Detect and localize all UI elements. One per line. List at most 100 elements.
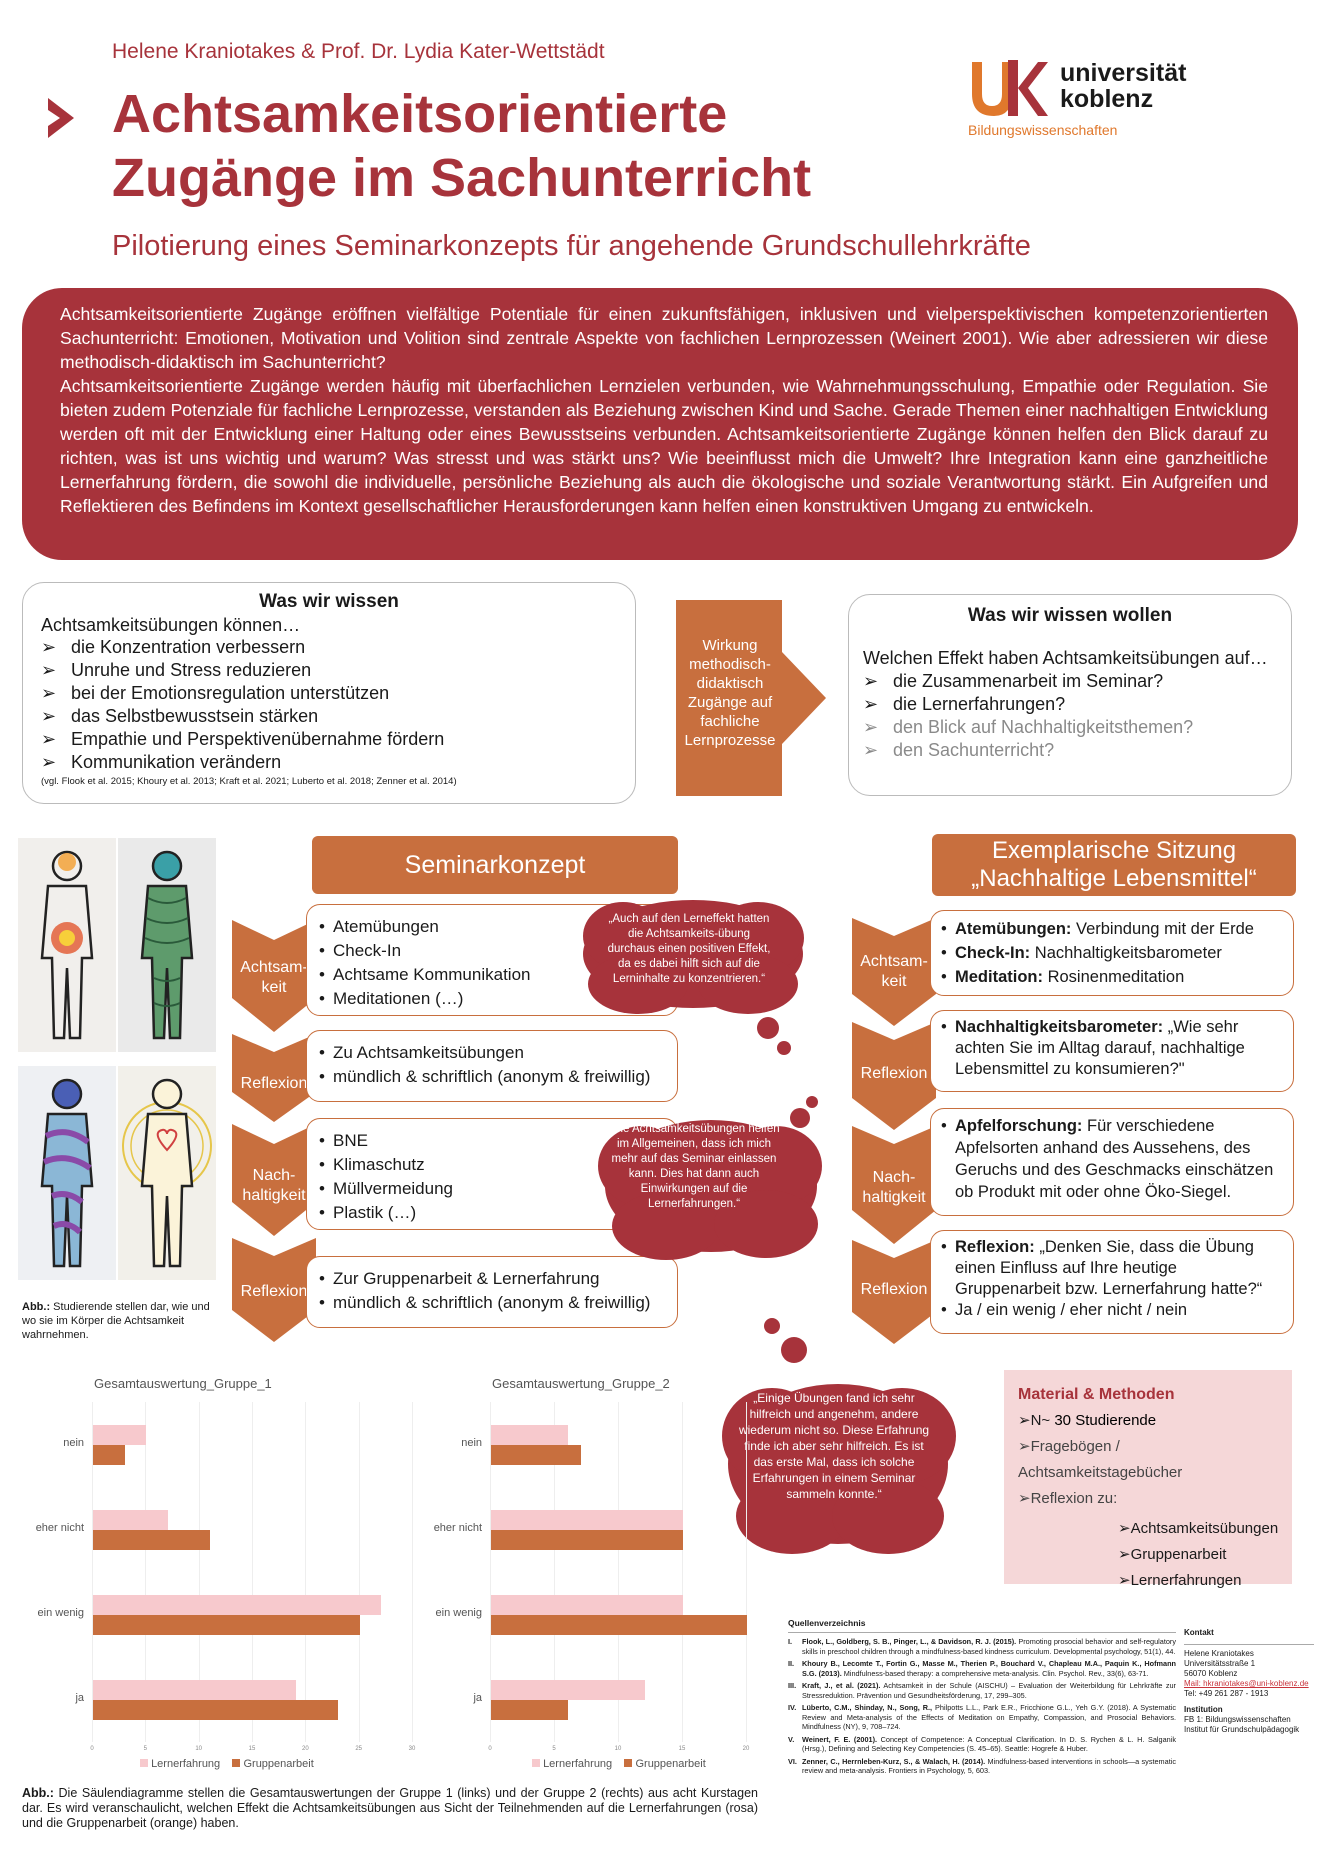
methods-title: Material & Methoden	[1018, 1386, 1175, 1403]
bar	[93, 1594, 381, 1615]
caption-bold: Abb.:	[22, 1786, 54, 1800]
chevron-down-shape	[852, 1022, 936, 1130]
legend: Lernerfahrung Gruppenarbeit	[532, 1758, 706, 1770]
thought-cloud-3	[722, 1318, 956, 1554]
row-list: Apfelforschung: Für verschiedene Apfelso…	[939, 1115, 1285, 1203]
logo-name-line1: universität	[1060, 59, 1187, 87]
grid-line	[490, 1402, 491, 1742]
university-logo: universität koblenz Bildungswissenschaft…	[968, 56, 1238, 138]
bar	[93, 1699, 339, 1720]
x-tick-label: 10	[195, 1746, 202, 1752]
quote-2: „Die Achtsamkeitsübungen helfen im Allge…	[608, 1123, 780, 1210]
contact-title: Kontakt	[1184, 1628, 1214, 1637]
chart-title: Gesamtauswertung_Gruppe_1	[94, 1376, 272, 1391]
references-list: I.Flook, L., Goldberg, S. B., Pinger, L.…	[788, 1632, 1176, 1776]
grid-line	[682, 1402, 683, 1742]
legend-label: Gruppenarbeit	[243, 1758, 314, 1770]
list-item: die Zusammenarbeit im Seminar?	[863, 670, 1277, 693]
caption-text: Die Säulendiagramme stellen die Gesamtau…	[22, 1786, 758, 1830]
chevron-down-shape	[852, 1126, 936, 1244]
bar	[93, 1424, 147, 1445]
authors: Helene Kraniotakes & Prof. Dr. Lydia Kat…	[112, 40, 605, 63]
reference-item: IV.Lüberto, C.M., Shinday, N., Song, R.,…	[788, 1703, 1176, 1731]
chart-title: Gesamtauswertung_Gruppe_2	[492, 1376, 670, 1391]
know-box: Was wir wissen Achtsamkeitsübungen könne…	[22, 582, 636, 804]
chevron-down-shape	[232, 920, 316, 1032]
grid-line	[305, 1402, 307, 1742]
thought-cloud-1	[583, 900, 804, 1055]
x-tick-label: 20	[301, 1746, 309, 1752]
contact-mail-link[interactable]: Mail: hkraniotakes@uni-koblenz.de	[1184, 1679, 1309, 1688]
seminar-title-box: Seminarkonzept	[312, 836, 678, 894]
category-label: ja	[75, 1691, 84, 1704]
contact-city: 56070 Koblenz	[1184, 1669, 1238, 1678]
x-tick-label: 15	[248, 1746, 256, 1752]
row-label: Reflexion	[860, 1281, 928, 1298]
right-arrow-shape	[676, 600, 826, 796]
list-item: Apfelforschung: Für verschiedene Apfelso…	[939, 1115, 1285, 1203]
grid-line	[92, 1402, 93, 1742]
methods-subitem: ➢Achtsamkeitsübungen	[1118, 1520, 1279, 1537]
want-box: Was wir wissen wollen Welchen Effekt hab…	[848, 594, 1292, 796]
quote-1: „Auch auf den Lerneffekt hatten die Acht…	[607, 913, 771, 985]
list-item: Nachhaltigkeitsbarometer: „Wie sehr acht…	[939, 1017, 1285, 1080]
list-item: Kommunikation verändern	[41, 751, 617, 774]
logo-name: universität koblenz	[1060, 60, 1186, 112]
x-tick-label: 5	[143, 1746, 147, 1752]
bar	[491, 1444, 581, 1465]
x-tick-label: 0	[90, 1746, 94, 1752]
x-tick-label: 0	[488, 1746, 492, 1752]
chevron-down-shape	[852, 918, 936, 1026]
bar	[93, 1529, 211, 1550]
methods-subitem: ➢Gruppenarbeit	[1118, 1546, 1227, 1563]
bar	[491, 1699, 568, 1720]
intro-paragraph-1: Achtsamkeitsorientierte Zugänge eröffnen…	[60, 304, 1268, 372]
caption-text: Studierende stellen dar, wie und wo sie …	[22, 1301, 210, 1341]
figure-caption: Abb.: Studierende stellen dar, wie und w…	[22, 1300, 218, 1342]
want-lead: Welchen Effekt haben Achtsamkeitsübungen…	[863, 648, 1268, 668]
list-item: mündlich & schriftlich (anonym & freiwil…	[317, 1065, 667, 1089]
list-item: BNE	[317, 1129, 667, 1153]
row-label: Achtsam-keit	[240, 959, 308, 996]
list-item: Atemübungen: Verbindung mit der Erde	[939, 917, 1285, 941]
logo-name-line2: koblenz	[1060, 85, 1154, 113]
chart-caption: Abb.: Die Säulendiagramme stellen die Ge…	[22, 1786, 758, 1831]
category-label: nein	[63, 1436, 84, 1449]
methods-subitem: ➢Lernerfahrungen	[1118, 1572, 1242, 1589]
bar	[93, 1614, 360, 1635]
reference-item: I.Flook, L., Goldberg, S. B., Pinger, L.…	[788, 1637, 1176, 1656]
list-item: Achtsame Kommunikation	[317, 963, 667, 987]
row-label: Nach-haltigkeit	[862, 1169, 926, 1206]
list-item: Unruhe und Stress reduzieren	[41, 659, 617, 682]
x-tick-label: 15	[678, 1746, 686, 1752]
row-label: Reflexion	[240, 1075, 308, 1092]
bar	[93, 1679, 296, 1700]
list-item: Meditationen (…)	[317, 987, 667, 1011]
bar	[491, 1424, 568, 1445]
grid-line	[252, 1402, 253, 1742]
list-item: das Selbstbewusstsein stärken	[41, 705, 617, 728]
methods-subitems: ➢Achtsamkeitsübungen ➢Gruppenarbeit ➢Ler…	[1018, 1516, 1278, 1594]
row-list: Atemübungen: Verbindung mit der Erde Che…	[939, 917, 1285, 989]
body-outline-icon	[140, 850, 194, 1040]
category-label: ein wenig	[435, 1606, 482, 1619]
know-citation: (vgl. Flook et al. 2015; Khoury et al. 2…	[41, 776, 457, 787]
body-figure-2	[118, 838, 216, 1052]
legend-label: Lernerfahrung	[543, 1758, 613, 1770]
x-tick-label: 10	[614, 1746, 622, 1752]
list-item: den Blick auf Nachhaltigkeitsthemen?	[863, 716, 1277, 739]
contact-street: Universitätsstraße 1	[1184, 1659, 1256, 1668]
quote-3: „Einige Übungen fand ich sehr hilfreich …	[738, 1391, 930, 1501]
list-item: Meditation: Rosinenmeditation	[939, 965, 1285, 989]
uk-logo-mark	[972, 60, 1048, 116]
list-item: Atemübungen	[317, 915, 667, 939]
know-list: die Konzentration verbessern Unruhe und …	[41, 636, 617, 774]
list-item: Reflexion: „Denken Sie, dass die Übung e…	[939, 1237, 1285, 1300]
bar	[491, 1679, 645, 1700]
intro-box: Achtsamkeitsorientierte Zugänge eröffnen…	[22, 288, 1298, 560]
grid-line	[412, 1402, 413, 1742]
row-label: Achtsam-keit	[860, 953, 928, 990]
intro-paragraph-2: Achtsamkeitsorientierte Zugänge werden h…	[60, 376, 1268, 516]
list-item: den Sachunterricht?	[863, 739, 1277, 762]
references-title: Quellenverzeichnis	[788, 1618, 866, 1628]
